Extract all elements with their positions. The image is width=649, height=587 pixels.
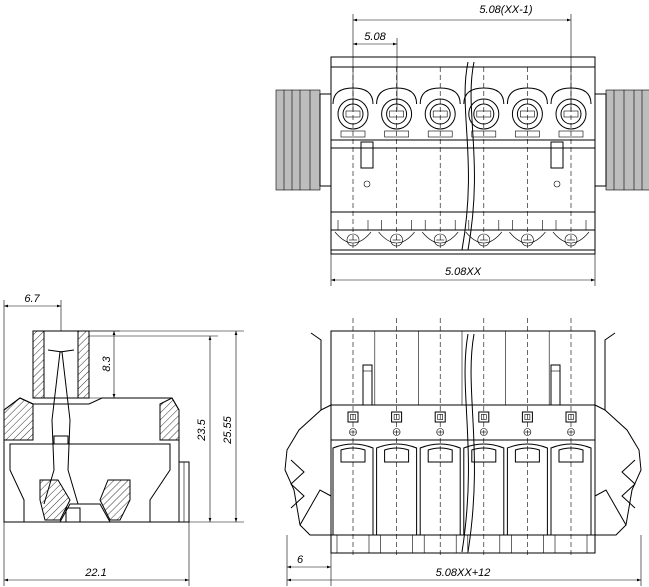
side-view: 6.7 8.3 23.5 25.55 22.1 <box>3 293 244 586</box>
top-screw-head <box>516 103 538 125</box>
front-pin-socket <box>380 534 413 554</box>
front-wire-clamp <box>471 447 497 463</box>
top-screw-outer <box>424 98 456 130</box>
front-left-latch <box>284 332 331 536</box>
top-screw-slot <box>389 110 404 118</box>
dim-side-height-2: 25.55 <box>222 415 234 444</box>
front-wire-chamber <box>332 443 374 535</box>
top-wire-entry <box>552 231 590 244</box>
front-wire-chamber <box>506 443 548 535</box>
dim-top-span: 5.08(XX-1) <box>479 4 533 16</box>
dim-side-pin-height: 8.3 <box>101 355 113 371</box>
front-screw-access <box>478 411 490 423</box>
front-housing-outline <box>330 330 596 554</box>
top-pole-group <box>332 67 592 250</box>
dim-side-pin-offset: 6.7 <box>24 293 40 305</box>
front-pin-socket <box>554 534 588 554</box>
front-wire-chamber <box>376 443 418 535</box>
top-wire-entry <box>378 231 415 244</box>
top-housing-outline <box>330 56 596 255</box>
front-screw-access <box>347 411 359 423</box>
top-screw-slot <box>520 110 535 118</box>
front-pin-socket <box>511 534 544 554</box>
top-screw-outer <box>468 98 500 130</box>
top-screw-head <box>386 103 408 125</box>
front-pole-group <box>332 318 592 555</box>
front-screw-access <box>565 411 577 423</box>
dim-top-width: 5.08XX <box>445 266 482 278</box>
top-screw-slot <box>432 110 448 118</box>
front-wire-clamp <box>384 447 410 463</box>
front-break-line <box>461 333 469 553</box>
front-view: 6 5.08XX+12 <box>284 318 642 586</box>
front-wire-chamber <box>463 443 505 535</box>
top-break-line <box>461 61 469 251</box>
front-wire-clamp <box>340 447 366 463</box>
top-screw-head <box>473 103 495 125</box>
dim-top-pitch: 5.08 <box>364 31 386 43</box>
top-screw-slot <box>345 110 361 118</box>
top-wire-entry <box>421 231 459 244</box>
front-screw-access <box>434 411 446 423</box>
top-wire-entry <box>465 231 503 244</box>
front-pin-socket <box>467 534 501 554</box>
front-right-latch <box>595 332 642 536</box>
dim-front-width: 5.08XX+12 <box>436 567 491 579</box>
left-flange <box>275 89 321 191</box>
dim-front-offset: 6 <box>297 554 304 566</box>
top-wire-entry <box>509 231 546 244</box>
front-wire-clamp <box>427 447 453 463</box>
top-screw-outer <box>381 98 413 130</box>
front-screw-access <box>391 411 403 423</box>
front-wire-clamp <box>514 447 540 463</box>
dim-side-height-1: 23.5 <box>196 418 208 441</box>
front-wire-chamber <box>419 443 461 535</box>
top-screw-outer <box>511 98 543 130</box>
dim-side-depth: 22.1 <box>84 567 106 579</box>
front-wire-chamber <box>550 443 592 535</box>
top-screw-slot <box>476 110 492 118</box>
front-pin-socket <box>423 534 457 554</box>
right-flange <box>605 89 649 191</box>
front-pin-socket <box>336 534 370 554</box>
top-wire-entry <box>334 231 372 244</box>
front-screw-access <box>521 411 533 423</box>
top-screw-slot <box>563 110 579 118</box>
top-screw-head <box>429 103 451 125</box>
top-view: 5.08(XX-1) 5.08 5.08XX <box>275 4 649 286</box>
front-wire-clamp <box>558 447 584 463</box>
